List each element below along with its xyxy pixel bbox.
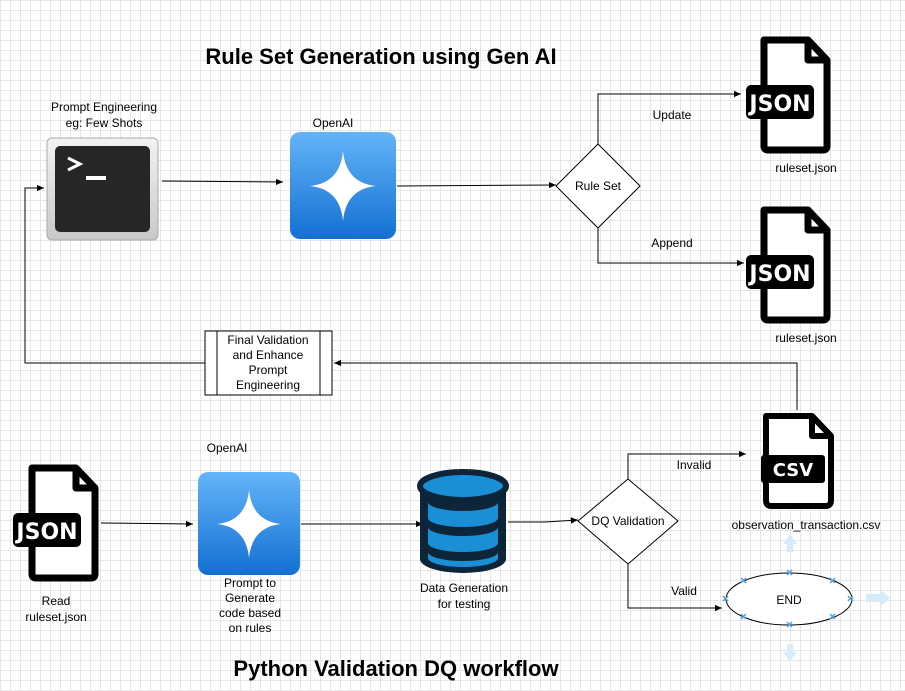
- openai-sparkle-icon[interactable]: [290, 132, 396, 239]
- edge-csv-to-final-validation: [334, 359, 798, 410]
- prompt-code-line1: Prompt to: [224, 576, 276, 590]
- edge-json-to-openai: [100, 520, 194, 528]
- final-validation-line2: and Enhance: [233, 348, 304, 362]
- final-validation-line4: Engineering: [236, 378, 300, 392]
- top-title: Rule Set Generation using Gen AI: [205, 44, 556, 69]
- ruleset-file1-label: ruleset.json: [775, 161, 836, 175]
- bottom-title: Python Validation DQ workflow: [233, 656, 559, 681]
- final-validation-line1: Final Validation: [227, 333, 308, 347]
- edge-update: [597, 90, 741, 144]
- json-icon-text: JSON: [14, 520, 77, 545]
- json-file-icon[interactable]: JSON: [13, 464, 99, 582]
- dq-validation-label: DQ Validation: [591, 514, 664, 528]
- prompt-engineering-sublabel: eg: Few Shots: [66, 116, 143, 130]
- valid-label: Valid: [671, 584, 697, 598]
- openai-sparkle-icon[interactable]: [198, 472, 300, 575]
- edge-valid: [627, 564, 722, 612]
- append-label: Append: [651, 236, 692, 250]
- end-label: END: [776, 593, 802, 607]
- json-file-icon[interactable]: JSON: [746, 206, 831, 324]
- read-ruleset-label: ruleset.json: [25, 610, 86, 624]
- prompt-code-line3: code based: [219, 606, 281, 620]
- terminal-icon[interactable]: [46, 137, 159, 241]
- json-icon-text: JSON: [747, 92, 810, 117]
- end-node[interactable]: END: [722, 534, 890, 662]
- prompt-engineering-label: Prompt Engineering: [51, 100, 157, 114]
- ruleset-decision[interactable]: Rule Set: [555, 143, 641, 229]
- csv-icon-text: CSV: [773, 460, 814, 481]
- final-validation-box[interactable]: Final Validation and Enhance Prompt Engi…: [204, 330, 333, 396]
- openai-top-label: OpenAI: [313, 116, 354, 130]
- openai-bottom-label: OpenAI: [207, 441, 248, 455]
- update-label: Update: [653, 108, 692, 122]
- edge-openai-to-ruleset: [396, 181, 557, 189]
- csv-file-label: observation_transaction.csv: [732, 518, 881, 532]
- connection-arrow-hints: [783, 534, 890, 662]
- prompt-code-line4: on rules: [229, 621, 272, 635]
- edge-append: [597, 228, 744, 267]
- edge-feedback-to-prompt: [24, 184, 205, 364]
- ruleset-decision-label: Rule Set: [575, 179, 622, 193]
- final-validation-line3: Prompt: [249, 363, 288, 377]
- prompt-code-line2: Generate: [225, 591, 275, 605]
- selection-handles: [722, 569, 854, 628]
- database-icon[interactable]: [417, 469, 509, 573]
- invalid-label: Invalid: [677, 458, 712, 472]
- csv-file-icon[interactable]: CSV: [761, 413, 834, 509]
- edge-invalid: [627, 450, 746, 479]
- json-icon-text: JSON: [747, 262, 810, 287]
- ruleset-file2-label: ruleset.json: [775, 331, 836, 345]
- edge-database-to-dq: [508, 517, 579, 524]
- data-generation-line2: for testing: [438, 597, 491, 611]
- dq-validation-decision[interactable]: DQ Validation: [577, 478, 679, 565]
- read-label: Read: [42, 594, 71, 608]
- json-file-icon[interactable]: JSON: [746, 36, 831, 154]
- edge-terminal-to-openai: [161, 178, 284, 186]
- data-generation-line1: Data Generation: [420, 581, 508, 595]
